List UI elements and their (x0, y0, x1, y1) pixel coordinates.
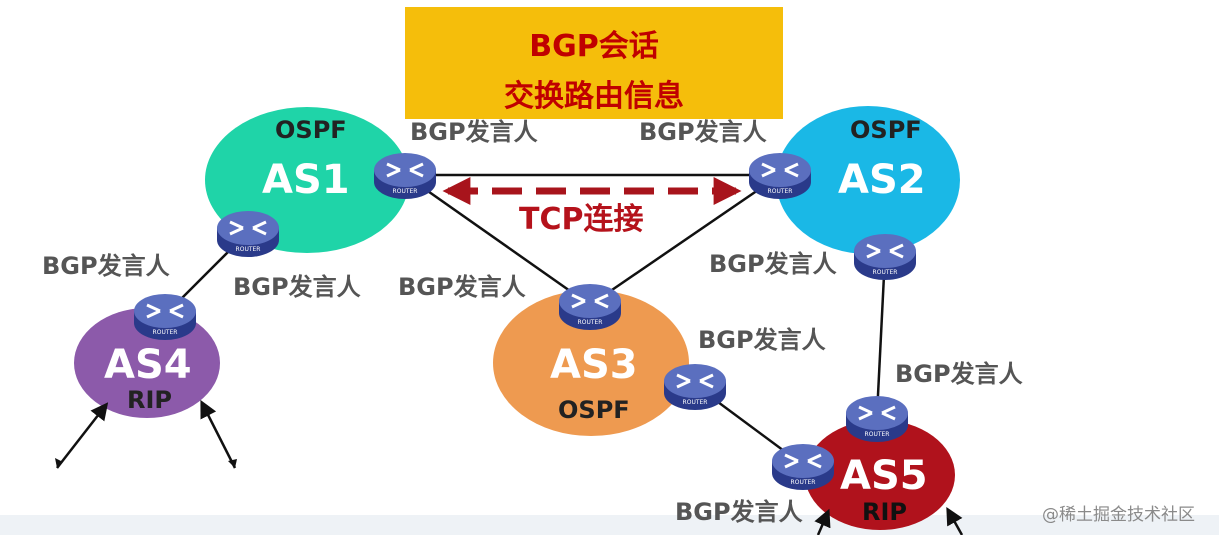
as3-protocol: OSPF (558, 396, 630, 424)
banner-line2: 交换路由信息 (504, 79, 684, 114)
as4-name: AS4 (104, 342, 192, 388)
speaker-label-as5-north: BGP发言人 (895, 360, 1023, 388)
router-icon-as2-west (747, 151, 813, 201)
as1-name: AS1 (262, 157, 350, 203)
as5-ellipse (805, 420, 955, 530)
speaker-label-as2-south: BGP发言人 (709, 250, 837, 278)
tcp-connection-label: TCP连接 (519, 202, 644, 237)
router-icon-as2-south (852, 232, 918, 282)
as2-ellipse (776, 106, 960, 254)
as3-name: AS3 (550, 342, 638, 388)
external-arrow-tails (55, 458, 237, 468)
as4-protocol: RIP (127, 386, 172, 414)
watermark: @稀土掘金技术社区 (1042, 505, 1195, 525)
as5-name: AS5 (840, 453, 928, 499)
router-icon-as1-east (372, 151, 438, 201)
router-icon-as3-east (662, 362, 728, 412)
speaker-label-as3-north: BGP发言人 (398, 273, 526, 301)
speaker-label-as5-west: BGP发言人 (675, 498, 803, 526)
as1-protocol: OSPF (275, 116, 347, 144)
router-icon-as4 (132, 292, 198, 342)
router-icon-as3-north (557, 282, 623, 332)
link-r2-r3 (589, 173, 781, 307)
banner-line1: BGP会话 (529, 29, 659, 64)
as5-protocol: RIP (862, 498, 907, 526)
speaker-label-as2-west: BGP发言人 (639, 118, 767, 146)
router-icon-as1-south (215, 209, 281, 259)
router-icon-as5-north (844, 394, 910, 444)
as2-protocol: OSPF (850, 116, 922, 144)
as3-ellipse (493, 290, 689, 436)
speaker-label-as1-south: BGP发言人 (233, 273, 361, 301)
external-arrows (56, 399, 964, 535)
speaker-label-as3-east: BGP发言人 (698, 326, 826, 354)
link-r1-r3 (404, 173, 591, 307)
speaker-label-as4: BGP发言人 (42, 252, 170, 280)
link-r6-r7 (875, 254, 887, 416)
router-icon-as5-west (770, 442, 836, 492)
bgp-session-banner: BGP会话 交换路由信息 (405, 7, 783, 119)
as2-name: AS2 (838, 157, 926, 203)
speaker-label-as1-east: BGP发言人 (410, 118, 538, 146)
